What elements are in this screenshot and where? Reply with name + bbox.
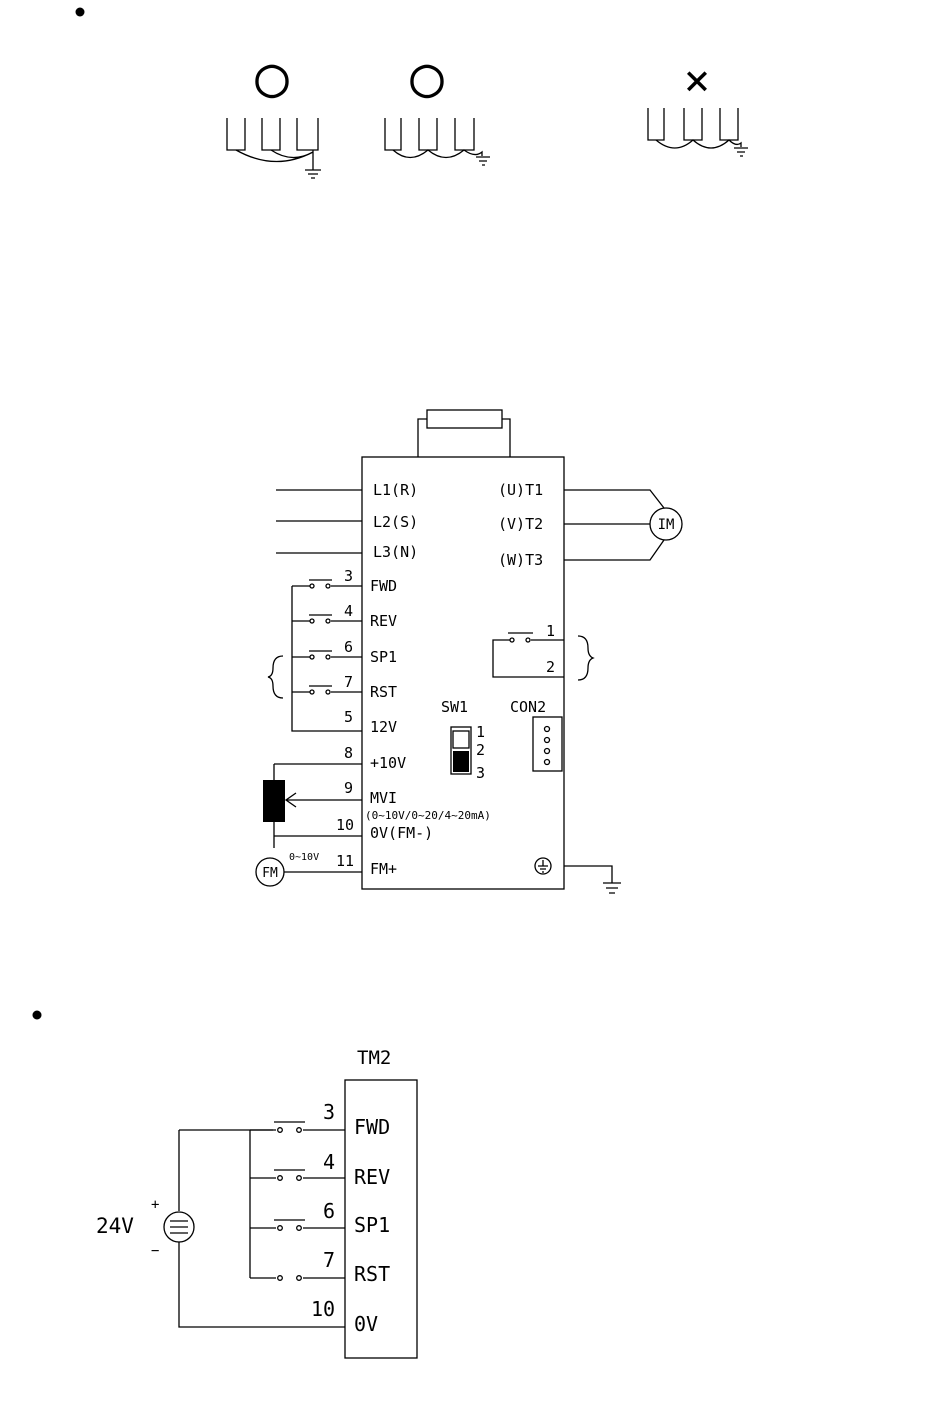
supply-minus: − <box>151 1243 159 1259</box>
sw1-pos-2: 2 <box>476 741 485 759</box>
terminal-t2: (V)T2 <box>498 515 543 533</box>
terminal-l2: L2(S) <box>373 513 418 531</box>
terminal-0v: 0V(FM-) <box>370 824 433 842</box>
ground-terminal <box>535 858 621 893</box>
tm2-num-6: 6 <box>323 1199 335 1223</box>
tm2-num-7: 7 <box>323 1248 335 1272</box>
terminal-sp1: SP1 <box>370 648 397 666</box>
tm2-rst: RST <box>354 1262 390 1286</box>
num-4: 4 <box>344 602 353 620</box>
terminal-10v: +10V <box>370 754 406 772</box>
grounding-example-1: ○ <box>227 45 321 178</box>
tm2-sp1: SP1 <box>354 1213 390 1237</box>
num-9: 9 <box>344 779 353 797</box>
num-6: 6 <box>344 638 353 656</box>
terminal-t3: (W)T3 <box>498 551 543 569</box>
tm2-num-10: 10 <box>311 1297 335 1321</box>
num-11: 11 <box>336 852 354 870</box>
main-diagram: L1(R) L2(S) L3(N) FWD REV SP1 RST 12V +1… <box>256 410 682 893</box>
num-7: 7 <box>344 673 353 691</box>
terminal-t1: (U)T1 <box>498 481 543 499</box>
supply-voltage: 24V <box>96 1214 134 1238</box>
terminal-mvi: MVI <box>370 789 397 807</box>
terminal-l1: L1(R) <box>373 481 418 499</box>
con2: CON2 <box>510 698 562 771</box>
tm2-fwd: FWD <box>354 1115 390 1139</box>
tm2-title: TM2 <box>357 1047 391 1069</box>
con2-label: CON2 <box>510 698 546 716</box>
num-5: 5 <box>344 708 353 726</box>
supply-plus: + <box>151 1197 159 1213</box>
meter-label: FM <box>262 866 278 881</box>
num-10: 10 <box>336 816 354 834</box>
braking-resistor <box>427 410 502 428</box>
ng-mark: × <box>684 55 711 106</box>
relay-num-2: 2 <box>546 658 555 676</box>
sw1: SW1 1 2 3 <box>441 698 485 782</box>
terminal-l3: L3(N) <box>373 543 418 561</box>
motor: IM <box>564 490 682 560</box>
terminal-12v: 12V <box>370 718 397 736</box>
motor-label: IM <box>658 517 675 533</box>
grounding-example-3: × <box>648 55 748 156</box>
terminal-fwd: FWD <box>370 577 397 595</box>
meter-range: 0~10V <box>289 852 319 863</box>
grounding-example-2: ○ <box>385 45 490 165</box>
sw1-pos-1: 1 <box>476 723 485 741</box>
relay-num-1: 1 <box>546 622 555 640</box>
ok-mark-2: ○ <box>410 45 444 110</box>
ok-mark-1: ○ <box>255 45 289 110</box>
terminal-mvi-range: (0~10V/0~20/4~20mA) <box>365 809 491 822</box>
sw1-label: SW1 <box>441 698 468 716</box>
sw1-pos-3: 3 <box>476 764 485 782</box>
tm2-0v: 0V <box>354 1312 378 1336</box>
potentiometer <box>263 780 285 822</box>
terminal-rev: REV <box>370 612 397 630</box>
terminal-rst: RST <box>370 683 397 701</box>
tm2-num-4: 4 <box>323 1150 335 1174</box>
tm2-rev: REV <box>354 1165 390 1189</box>
num-8: 8 <box>344 744 353 762</box>
num-3: 3 <box>344 567 353 585</box>
tm2-num-3: 3 <box>323 1100 335 1124</box>
tm2-diagram: TM2 FWD REV SP1 RST 0V 3 4 6 7 10 24V <box>96 1047 417 1358</box>
bullet-top <box>76 8 85 17</box>
relay-output: 1 2 <box>493 622 593 680</box>
bullet-bottom <box>33 1011 42 1020</box>
terminal-fm-plus: FM+ <box>370 860 397 878</box>
